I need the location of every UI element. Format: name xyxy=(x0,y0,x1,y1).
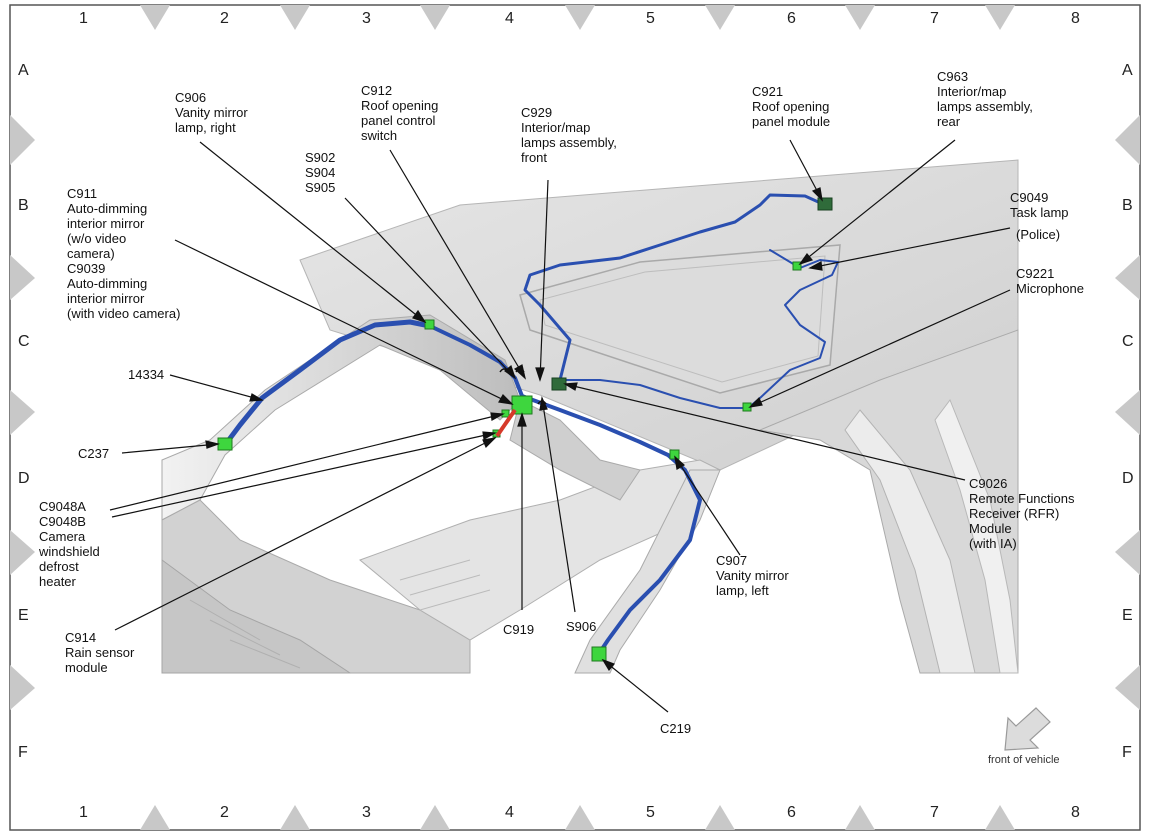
grid-col-1-bottom: 1 xyxy=(79,804,88,821)
grid-row-d-right: D xyxy=(1122,470,1134,487)
grid-row-b-left: B xyxy=(18,197,29,214)
label-s902-s904-s905: S902 S904 S905 xyxy=(305,150,336,195)
grid-col-7-top: 7 xyxy=(930,10,939,27)
grid-row-a-left: A xyxy=(18,62,29,79)
label-14334: 14334 xyxy=(128,367,165,382)
label-c963: C963 Interior/map lamps assembly, rear xyxy=(937,69,1033,129)
grid-col-2-top: 2 xyxy=(220,10,229,27)
grid-col-8-bottom: 8 xyxy=(1071,804,1080,821)
border-markers xyxy=(10,5,1140,830)
grid-row-e-right: E xyxy=(1122,607,1133,624)
grid-row-d-left: D xyxy=(18,470,30,487)
label-c911-c9039: C911 Auto-dimming interior mirror (w/o v… xyxy=(67,186,181,321)
label-c9048: C9048A C9048B Camera windshield defrost … xyxy=(39,499,100,589)
label-c929: C929 Interior/map lamps assembly, front xyxy=(521,105,617,165)
label-c921: C921 Roof opening panel module xyxy=(752,84,831,129)
grid-col-1-top: 1 xyxy=(79,10,88,27)
grid-row-e-left: E xyxy=(18,607,29,624)
label-s906: S906 xyxy=(566,619,597,634)
label-c9026: C9026 Remote Functions Receiver (RFR) Mo… xyxy=(969,476,1075,551)
grid-col-6-bottom: 6 xyxy=(787,804,796,821)
splice-markers xyxy=(499,368,547,405)
label-c912: C912 Roof opening panel control switch xyxy=(361,83,439,143)
grid-row-a-right: A xyxy=(1122,62,1133,79)
grid-col-6-top: 6 xyxy=(787,10,796,27)
grid-col-4-top: 4 xyxy=(505,10,514,27)
grid-row-c-left: C xyxy=(18,333,30,350)
vehicle-body xyxy=(161,159,1019,674)
grid-col-3-top: 3 xyxy=(362,10,371,27)
grid-row-b-right: B xyxy=(1122,197,1133,214)
grid-col-7-bottom: 7 xyxy=(930,804,939,821)
label-c219: C219 xyxy=(660,721,692,736)
grid-col-4-bottom: 4 xyxy=(505,804,514,821)
label-front-of-vehicle: front of vehicle xyxy=(988,754,1060,766)
label-c9049: C9049 Task lamp xyxy=(1010,190,1069,220)
front-of-vehicle-arrow-icon xyxy=(1004,707,1051,751)
label-police: (Police) xyxy=(1016,227,1061,242)
grid-col-2-bottom: 2 xyxy=(220,804,229,821)
grid-row-f-right: F xyxy=(1122,744,1132,761)
grid-col-5-bottom: 5 xyxy=(646,804,655,821)
grid-col-3-bottom: 3 xyxy=(362,804,371,821)
label-c9221: C9221 Microphone xyxy=(1016,266,1084,296)
leader-lines xyxy=(109,139,1011,713)
label-c907: C907 Vanity mirror lamp, left xyxy=(716,553,789,598)
grid-col-5-top: 5 xyxy=(646,10,655,27)
grid-col-8-top: 8 xyxy=(1071,10,1080,27)
label-c237: C237 xyxy=(78,446,110,461)
label-c906: C906 Vanity mirror lamp, right xyxy=(175,90,248,135)
grid-row-c-right: C xyxy=(1122,333,1134,350)
connectors xyxy=(217,197,833,662)
label-c914: C914 Rain sensor module xyxy=(65,630,135,675)
label-c919: C919 xyxy=(503,622,535,637)
grid-row-f-left: F xyxy=(18,744,28,761)
